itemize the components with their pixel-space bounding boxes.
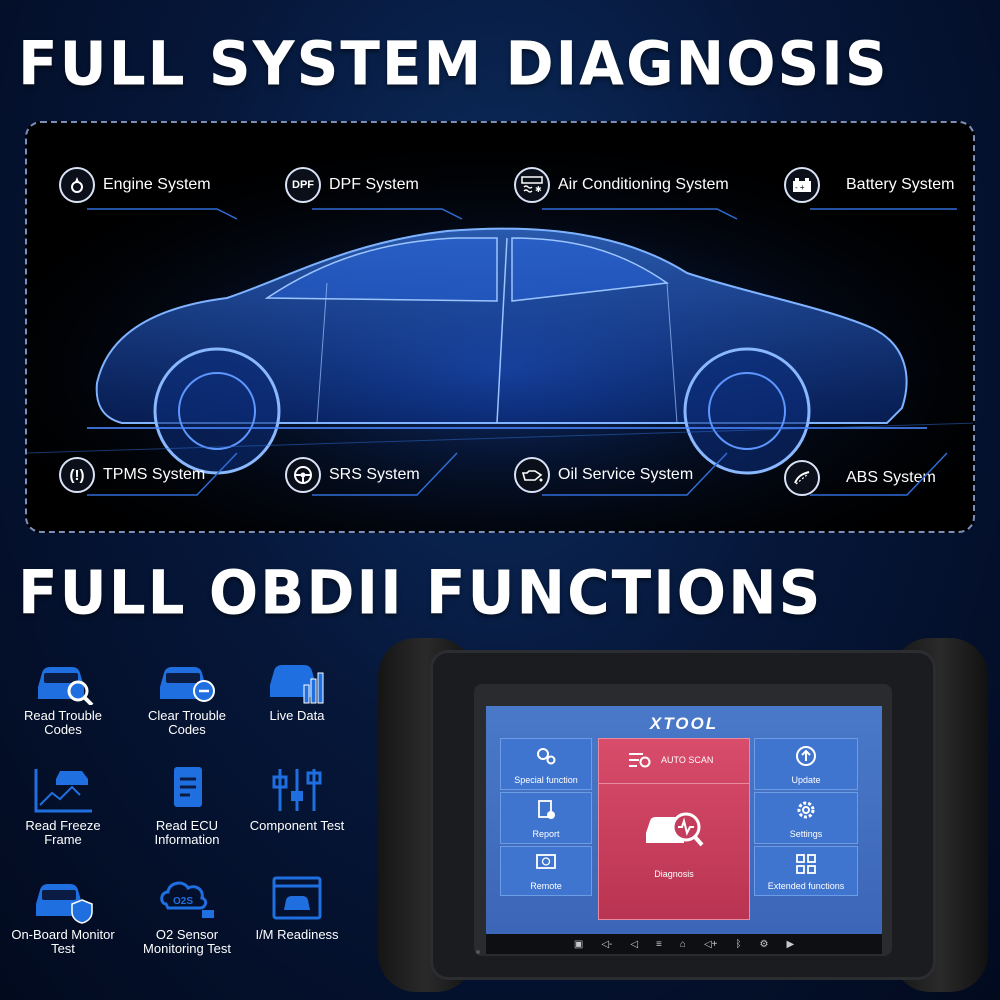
function-clear-trouble-codes: Clear Trouble Codes (132, 655, 242, 737)
tile-label: Settings (789, 829, 823, 839)
system-tpms: (!) TPMS System (59, 457, 205, 493)
function-read-ecu-information: Read ECU Information (132, 765, 242, 847)
engine-icon (59, 167, 95, 203)
o2s-icon-text: O2S (173, 896, 193, 907)
o2-sensor-icon: O2S (160, 881, 214, 918)
system-label: ABS System (846, 469, 936, 486)
tpms-icon: (!) (59, 457, 95, 493)
auto-scan-label: AUTO SCAN (661, 755, 714, 765)
tile-remote[interactable]: Remote (500, 846, 592, 896)
report-icon (538, 800, 555, 819)
function-label: Read Freeze Frame (25, 818, 101, 847)
headline-full-obdii-functions: FULL OBDII FUNCTIONS (18, 557, 823, 629)
function-component-test: Component Test (242, 765, 352, 833)
system-oil-service: Oil Service System (514, 457, 693, 493)
connector-lines (87, 208, 957, 496)
function-read-freeze-frame: Read Freeze Frame (8, 765, 118, 847)
car-search-icon (38, 667, 94, 705)
remote-icon (536, 854, 556, 869)
tile-label: Remote (530, 881, 562, 891)
function-label: Read Trouble Codes (23, 708, 103, 737)
tile-label: Extended functions (767, 881, 845, 891)
auto-scan-icon (629, 753, 651, 768)
xtool-logo: XTOOL (649, 714, 719, 733)
system-label: Oil Service System (558, 466, 694, 483)
battery-icon: - + (784, 167, 820, 203)
system-engine: Engine System (59, 167, 211, 203)
system-dpf: DPF DPF System (285, 167, 419, 203)
device-screen: XTOOL Special function Report Remote AUT… (486, 706, 882, 954)
function-live-data: Live Data (242, 655, 352, 723)
car-shield-icon (36, 884, 93, 924)
diagnosis-label: Diagnosis (654, 869, 694, 879)
settings-icon (797, 801, 815, 819)
system-label: TPMS System (103, 466, 206, 483)
grid-icon (796, 854, 816, 874)
live-data-icon (270, 665, 324, 704)
tile-label: Report (532, 829, 560, 839)
android-navigation-bar: ▣ ◁- ◁ ≡ ⌂ ◁+ ᛒ ⚙ ▶ (486, 934, 882, 954)
car-clear-icon (160, 667, 215, 702)
car-diagnosis-icon (646, 812, 704, 847)
camera-icon[interactable]: ▶ (786, 938, 795, 950)
function-o2-sensor-monitoring-test: O2S O2 Sensor Monitoring Test (132, 874, 242, 956)
headline-full-system-diagnosis: FULL SYSTEM DIAGNOSIS (18, 28, 889, 100)
system-abs: ABS System (784, 460, 936, 496)
system-air-conditioning: ✱ Air Conditioning System (514, 167, 729, 203)
function-label: O2 Sensor Monitoring Test (143, 927, 231, 956)
gears-icon (537, 748, 556, 765)
tile-special-function[interactable]: Special function (500, 738, 592, 790)
svg-text:- +: - + (795, 183, 805, 192)
function-label: Clear Trouble Codes (147, 708, 227, 737)
function-label: Read ECU Information (154, 818, 220, 847)
function-label: Component Test (249, 818, 345, 833)
im-readiness-icon (272, 876, 322, 920)
tile-update[interactable]: Update (754, 738, 858, 790)
system-battery: - + Battery System (784, 167, 954, 203)
update-icon (796, 746, 816, 766)
xtool-tablet-device: XTOOL Special function Report Remote AUT… (378, 638, 988, 992)
function-label: Live Data (269, 708, 325, 723)
function-on-board-monitor-test: On-Board Monitor Test (8, 874, 118, 956)
home-icon[interactable]: ⌂ (679, 938, 686, 950)
system-diagnosis-panel: Engine System DPF DPF System ✱ Air Condi… (25, 121, 975, 533)
steering-wheel-icon (285, 457, 321, 493)
function-read-trouble-codes: Read Trouble Codes (8, 655, 118, 737)
indicator-light (476, 950, 480, 954)
function-label: On-Board Monitor Test (11, 927, 115, 956)
function-im-readiness: I/M Readiness (242, 874, 352, 942)
tile-label: Special function (514, 775, 578, 785)
function-label: I/M Readiness (255, 927, 339, 942)
ecu-info-icon (174, 767, 202, 807)
system-label: Air Conditioning System (558, 176, 729, 193)
component-test-icon (272, 769, 322, 811)
screenshot-icon[interactable]: ▣ (573, 938, 584, 950)
tile-report[interactable]: Report (500, 792, 592, 844)
system-label: Battery System (846, 176, 955, 193)
tile-label: Update (791, 775, 821, 785)
menu-icon[interactable]: ≡ (656, 938, 662, 950)
back-icon[interactable]: ◁ (630, 938, 639, 950)
vci-icon[interactable]: ⚙ (759, 938, 769, 950)
volume-up-icon[interactable]: ◁+ (703, 938, 718, 950)
air-conditioning-icon: ✱ (514, 167, 550, 203)
bluetooth-icon[interactable]: ᛒ (735, 938, 742, 950)
system-label: SRS System (329, 466, 420, 483)
auto-scan-button[interactable]: AUTO SCAN (599, 739, 749, 784)
tile-extended-functions[interactable]: Extended functions (754, 846, 858, 896)
abs-icon (784, 460, 820, 496)
oil-can-icon (514, 457, 550, 493)
system-label: DPF System (329, 176, 419, 193)
tile-settings[interactable]: Settings (754, 792, 858, 844)
svg-text:✱: ✱ (535, 185, 542, 194)
system-srs: SRS System (285, 457, 420, 493)
volume-down-icon[interactable]: ◁- (601, 938, 613, 950)
tile-diagnosis[interactable]: AUTO SCAN Diagnosis (598, 738, 750, 920)
dpf-icon: DPF (285, 167, 321, 203)
freeze-frame-icon (34, 769, 92, 813)
system-label: Engine System (103, 176, 211, 193)
